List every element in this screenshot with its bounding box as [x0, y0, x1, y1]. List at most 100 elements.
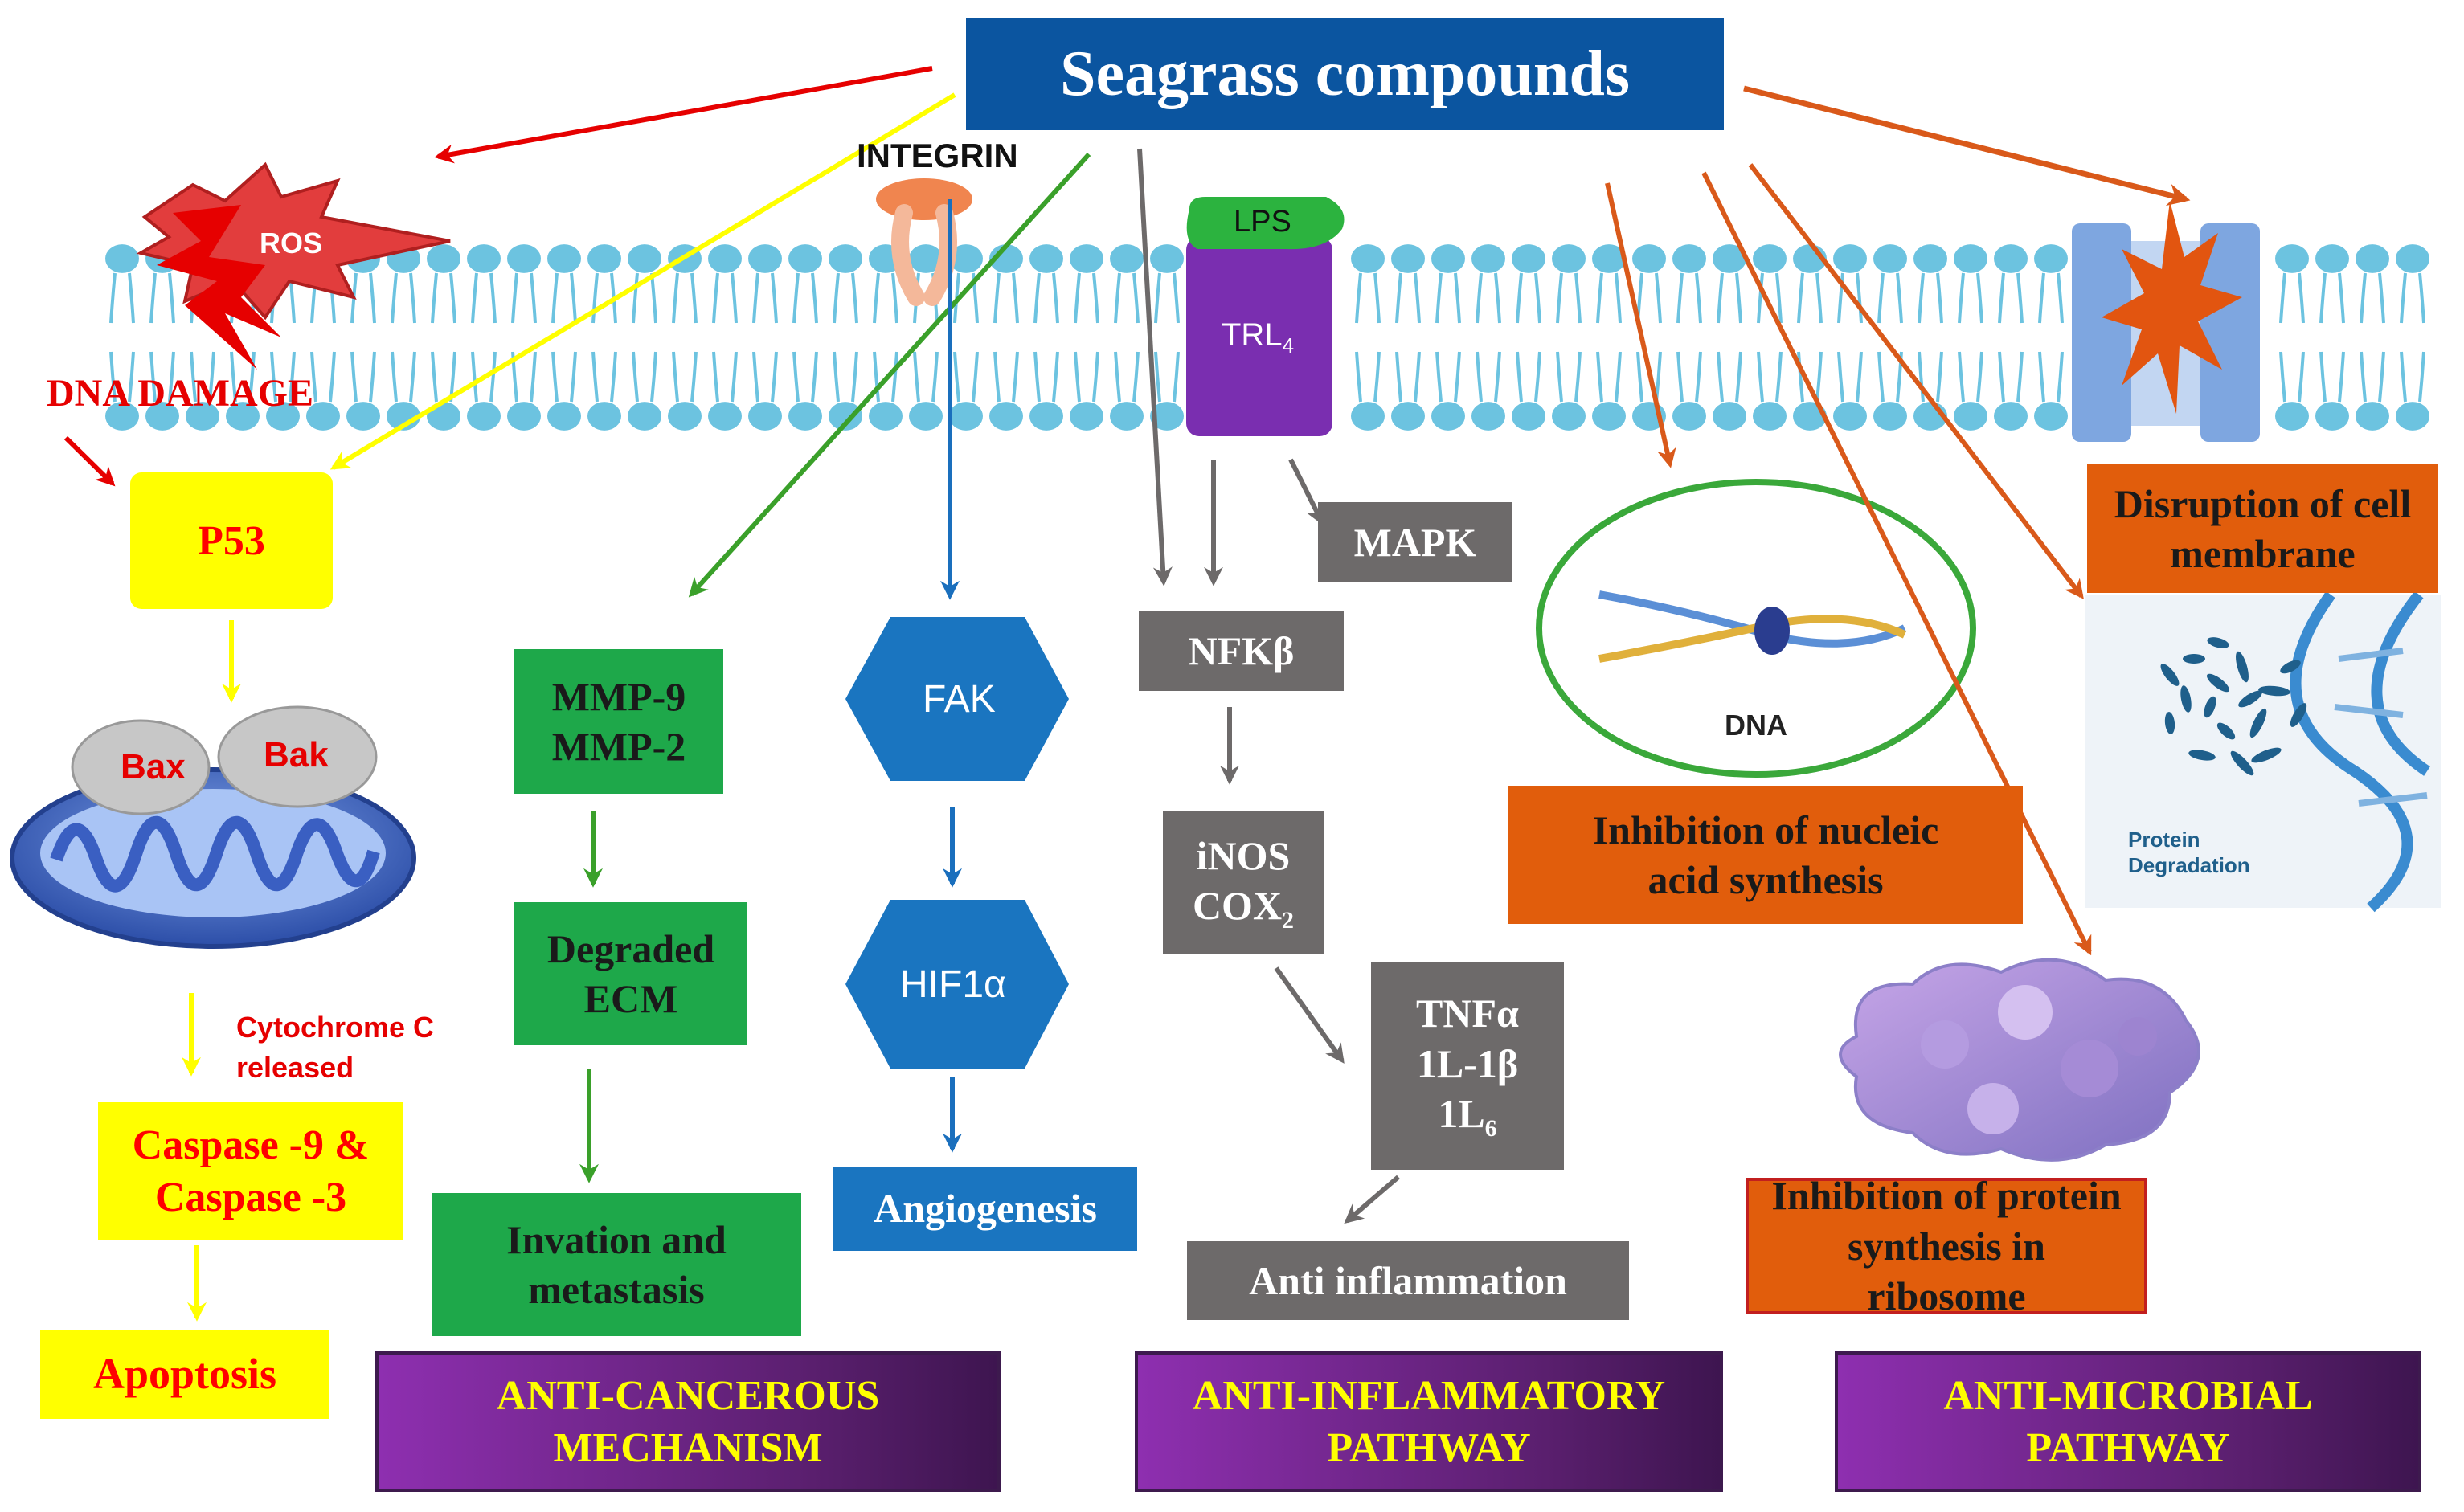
phospholipid-head [1351, 244, 1385, 273]
phospholipid-tail [109, 351, 135, 403]
phospholipid-tail [2319, 272, 2345, 324]
phospholipid-head [668, 402, 702, 431]
phospholipid-head [1431, 244, 1465, 273]
phospholipid-head [2356, 244, 2389, 273]
phospholipid-tail [1837, 351, 1863, 403]
phospholipid-tail [873, 351, 898, 403]
phospholipid-tail [792, 272, 818, 324]
phospholipid-head [2396, 402, 2429, 431]
phospholipid-tail [792, 351, 818, 403]
phospholipid-tail [1757, 272, 1783, 324]
phospholipid-tail [471, 272, 497, 324]
phospholipid-tail [1877, 272, 1903, 324]
phospholipid-tail [391, 351, 416, 403]
phospholipid-head [1552, 402, 1586, 431]
mitochondrion [10, 705, 416, 949]
hif1a-label: HIF1α [900, 963, 1006, 1006]
phospholipid-tail [953, 351, 979, 403]
phospholipid-head [1753, 402, 1787, 431]
protein-fragment [2180, 685, 2192, 713]
protein-degradation-illustration: Protein Degradation [2085, 590, 2441, 913]
membrane-disruption-box: Disruption of cell membrane [2087, 464, 2438, 593]
protein-fragment [2216, 722, 2236, 740]
phospholipid-head [1873, 402, 1907, 431]
phospholipid-head [587, 244, 621, 273]
anti-microbial-category: ANTI-MICROBIAL PATHWAY [1835, 1351, 2421, 1492]
phospholipid-tail [149, 351, 175, 403]
phospholipid-tail [2360, 351, 2385, 403]
phospholipid-head [1351, 402, 1385, 431]
phospholipid-tail [1033, 272, 1059, 324]
phospholipid-tail [1636, 272, 1662, 324]
phospholipid-head [1391, 244, 1425, 273]
phospholipid-tail [1676, 351, 1702, 403]
mmp-box: MMP-9 MMP-2 [514, 649, 723, 794]
mapk-box: MAPK [1318, 502, 1512, 582]
phospholipid-head [1913, 244, 1947, 273]
phospholipid-head [226, 402, 260, 431]
phospholipid-tail [1596, 351, 1622, 403]
phospholipid-head [1592, 244, 1626, 273]
phospholipid-tail [873, 272, 898, 324]
phospholipid-head [1632, 244, 1666, 273]
dna-damage-label: DNA DAMAGE [47, 372, 313, 415]
phospholipid-tail [591, 351, 617, 403]
phospholipid-head [1150, 244, 1184, 273]
phospholipid-tail [1676, 272, 1702, 324]
membrane-channel [2072, 201, 2260, 442]
protein-fragment [2249, 708, 2267, 738]
phospholipid-tail [1797, 351, 1823, 403]
phospholipid-head [829, 244, 862, 273]
dna-label: DNA [1725, 709, 1787, 742]
phospholipid-head [547, 244, 581, 273]
phospholipid-tail [2038, 351, 2064, 403]
protein-synthesis-inhibition-box: Inhibition of protein synthesis in ribos… [1746, 1173, 2147, 1318]
phospholipid-tail [993, 351, 1019, 403]
phospholipid-tail [752, 351, 778, 403]
protein-fragment [2251, 747, 2282, 763]
phospholipid-head [2034, 402, 2068, 431]
phospholipid-tail [1717, 351, 1742, 403]
phospholipid-tail [1476, 272, 1501, 324]
phospholipid-head [1110, 402, 1144, 431]
cox2-label: COX2 [1192, 883, 1295, 934]
phospholipid-head [2315, 402, 2349, 431]
protein-fragment [2188, 750, 2216, 761]
phospholipid-tail [230, 351, 256, 403]
bax-label: Bax [121, 747, 186, 787]
phospholipid-tail [471, 351, 497, 403]
phospholipid-tail [1435, 351, 1461, 403]
inos-label: iNOS [1196, 832, 1291, 878]
trl4-receptor [1186, 197, 1345, 436]
phospholipid-head [2275, 402, 2309, 431]
phospholipid-head [306, 402, 340, 431]
phospholipid-tail [993, 272, 1019, 324]
phospholipid-tail [270, 351, 296, 403]
phospholipid-tail [551, 351, 577, 403]
phospholipid-head [989, 244, 1023, 273]
phospholipid-head [1713, 402, 1746, 431]
phospholipid-head [105, 402, 139, 431]
phospholipid-tail [1797, 272, 1823, 324]
phospholipid-head [1873, 244, 1907, 273]
phospholipid-head [1592, 402, 1626, 431]
phospholipid-head [1110, 244, 1144, 273]
phospholipid-head [1029, 402, 1063, 431]
phospholipid-tail [672, 272, 698, 324]
phospholipid-tail [431, 272, 456, 324]
dna-illustration: DNA [1536, 479, 1976, 778]
integrin-label: INTEGRIN [857, 137, 1018, 174]
phospholipid-tail [2279, 272, 2305, 324]
protein-fragment [2236, 651, 2249, 683]
phospholipid-head [2275, 244, 2309, 273]
protein-fragment [2290, 703, 2307, 727]
phospholipid-tail [190, 351, 215, 403]
anti-cancerous-category: ANTI-CANCEROUS MECHANISM [375, 1351, 1001, 1492]
phospholipid-head [949, 402, 983, 431]
phospholipid-head [1994, 244, 2028, 273]
protein-fragment [2160, 664, 2180, 686]
protein-fragment [2183, 654, 2205, 664]
phospholipid-tail [511, 351, 537, 403]
